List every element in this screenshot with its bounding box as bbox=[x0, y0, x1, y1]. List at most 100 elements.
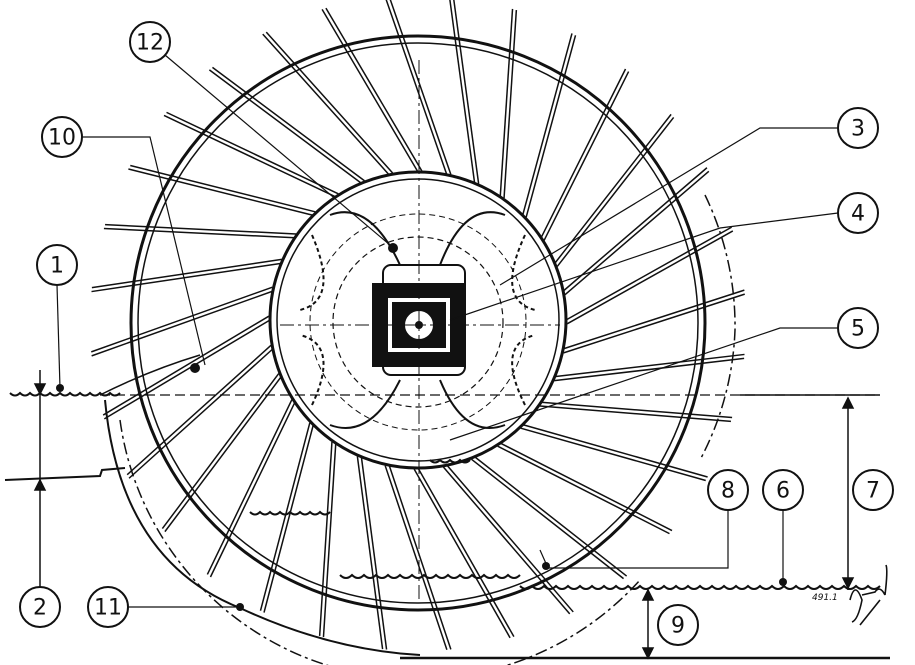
blade bbox=[556, 116, 675, 267]
blade bbox=[540, 68, 627, 239]
blade bbox=[520, 427, 706, 482]
callout-label: 7 bbox=[866, 479, 880, 504]
hub-dashed-circle-outer bbox=[309, 213, 527, 431]
blade bbox=[103, 227, 295, 239]
callout-circle bbox=[87, 586, 129, 628]
blade bbox=[471, 458, 625, 580]
upstream-water bbox=[9, 391, 121, 397]
blade bbox=[497, 445, 670, 535]
callout-circle bbox=[36, 244, 78, 286]
blade bbox=[105, 223, 297, 235]
callout-label: 6 bbox=[776, 479, 790, 504]
blade bbox=[539, 405, 731, 423]
blade bbox=[163, 114, 337, 198]
blade bbox=[161, 373, 280, 529]
blade bbox=[554, 353, 745, 378]
leader-lines bbox=[56, 54, 839, 608]
blade bbox=[413, 468, 511, 639]
blade bbox=[321, 8, 419, 173]
callout-4: 4 bbox=[837, 192, 879, 234]
blade bbox=[166, 111, 339, 195]
callout-label: 2 bbox=[33, 596, 47, 621]
blade bbox=[91, 262, 282, 293]
blade bbox=[90, 286, 273, 353]
blade bbox=[206, 399, 293, 575]
blade bbox=[417, 467, 515, 638]
blade bbox=[164, 376, 282, 533]
callout-circle bbox=[129, 21, 171, 63]
inner-rim bbox=[268, 170, 568, 470]
callout-10: 10 bbox=[41, 116, 83, 158]
blade bbox=[126, 344, 272, 476]
outer-rim bbox=[129, 34, 707, 612]
blade bbox=[446, 464, 574, 613]
callout-label: 11 bbox=[94, 596, 122, 621]
hub-spokes bbox=[299, 211, 536, 429]
callout-9: 9 bbox=[657, 604, 699, 646]
upstream-flow-surface bbox=[99, 354, 201, 396]
callout-circle bbox=[837, 307, 879, 349]
callout-circle bbox=[41, 116, 83, 158]
blade bbox=[566, 230, 734, 325]
callout-label: 12 bbox=[136, 31, 164, 56]
callout-circle bbox=[762, 469, 804, 511]
blade bbox=[453, 0, 480, 184]
callout-label: 4 bbox=[851, 202, 865, 227]
callout-5: 5 bbox=[837, 307, 879, 349]
blade bbox=[554, 357, 745, 382]
callout-3: 3 bbox=[837, 107, 879, 149]
blade bbox=[318, 441, 333, 636]
signature-mark bbox=[849, 564, 888, 626]
blade bbox=[565, 226, 733, 321]
blade bbox=[449, 0, 476, 184]
inner-rim-line bbox=[276, 178, 560, 462]
blade bbox=[389, 0, 452, 175]
dimension-lines bbox=[33, 370, 855, 660]
blade bbox=[562, 167, 708, 292]
blade bbox=[499, 442, 673, 532]
blade bbox=[103, 319, 271, 420]
blade bbox=[564, 170, 710, 296]
callout-6: 6 bbox=[762, 469, 804, 511]
callout-label: 10 bbox=[48, 126, 76, 151]
hub-dashed-circle bbox=[332, 236, 504, 408]
blade bbox=[128, 348, 274, 479]
callout-circle bbox=[852, 469, 894, 511]
blade bbox=[525, 35, 577, 218]
blade bbox=[388, 464, 452, 650]
blade bbox=[521, 33, 573, 216]
blade bbox=[360, 456, 388, 650]
callout-circle bbox=[707, 469, 749, 511]
wheel-blades bbox=[90, 0, 745, 650]
callout-label: 5 bbox=[851, 317, 865, 342]
callout-circle bbox=[837, 107, 879, 149]
blade bbox=[384, 465, 448, 650]
callout-circle bbox=[657, 604, 699, 646]
blade bbox=[91, 290, 274, 357]
blade bbox=[91, 258, 282, 289]
blade bbox=[259, 422, 311, 611]
blade bbox=[543, 71, 630, 241]
callout-2: 2 bbox=[19, 586, 61, 628]
callout-circle bbox=[19, 586, 61, 628]
callout-1: 1 bbox=[36, 244, 78, 286]
blade bbox=[325, 7, 423, 172]
blade bbox=[474, 456, 628, 577]
blade bbox=[562, 289, 745, 350]
casing-dashdot-arc bbox=[119, 194, 736, 665]
inlet-ground bbox=[4, 467, 126, 481]
callout-11: 11 bbox=[87, 586, 129, 628]
outer-rim-inner-line bbox=[137, 42, 699, 604]
drawing-number: 491.1 bbox=[812, 593, 838, 603]
blade bbox=[263, 424, 315, 613]
leader-dots bbox=[56, 243, 787, 611]
blade bbox=[563, 293, 745, 354]
blade bbox=[265, 31, 394, 174]
callout-circle bbox=[837, 192, 879, 234]
callout-8: 8 bbox=[707, 469, 749, 511]
blade bbox=[262, 33, 390, 176]
blade bbox=[554, 113, 672, 264]
callout-label: 1 bbox=[50, 254, 64, 279]
callout-label: 3 bbox=[851, 117, 865, 142]
